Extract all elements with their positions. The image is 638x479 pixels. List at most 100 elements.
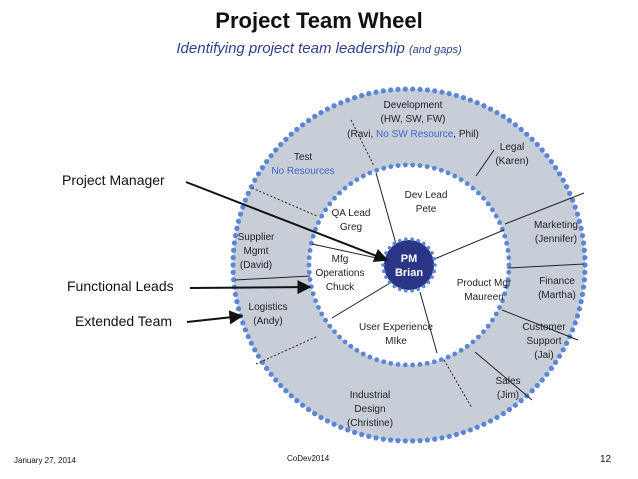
- border-dot: [397, 238, 402, 243]
- footer-date: January 27, 2014: [14, 456, 76, 465]
- border-dot: [446, 91, 452, 97]
- border-dot: [432, 269, 437, 274]
- border-dot: [237, 211, 244, 217]
- border-dot: [242, 197, 248, 203]
- border-dot: [327, 323, 333, 329]
- border-dot: [395, 362, 401, 367]
- border-dot: [402, 162, 408, 168]
- ring-divider: [506, 263, 585, 269]
- hub-line1: PM: [401, 253, 418, 265]
- border-dot: [572, 204, 578, 210]
- border-dot: [481, 195, 486, 201]
- border-dot: [352, 95, 358, 101]
- border-dot: [345, 427, 351, 433]
- border-dot: [245, 190, 251, 197]
- border-dot: [572, 320, 578, 326]
- border-dot: [497, 305, 502, 310]
- border-dot: [485, 201, 491, 207]
- border-dot: [259, 359, 266, 365]
- border-dot: [424, 164, 430, 170]
- border-dot: [481, 421, 487, 427]
- border-dot: [288, 393, 294, 399]
- test-title: Test: [294, 152, 313, 163]
- border-dot: [556, 171, 563, 177]
- ring-divider: [255, 335, 319, 365]
- border-dot: [470, 339, 476, 345]
- border-dot: [500, 113, 506, 119]
- border-dot: [518, 398, 524, 404]
- border-dot: [438, 357, 444, 363]
- border-dot: [506, 255, 512, 261]
- ring-divider: [501, 309, 579, 341]
- border-dot: [416, 287, 421, 292]
- border-dot: [490, 317, 495, 323]
- ring-divider: [350, 119, 375, 167]
- border-dot: [410, 237, 414, 241]
- border-dot: [476, 334, 481, 340]
- border-dot: [268, 371, 274, 377]
- border-dot: [310, 233, 316, 239]
- border-dot: [337, 334, 342, 340]
- border-dot: [505, 248, 511, 253]
- border-dot: [564, 340, 570, 346]
- product-mgr-name: Maureen: [464, 292, 503, 303]
- border-dot: [567, 190, 573, 197]
- border-dot: [388, 360, 394, 366]
- border-dot: [366, 91, 372, 97]
- border-dot: [552, 359, 559, 365]
- border-dot: [248, 340, 254, 346]
- border-dot: [312, 113, 318, 119]
- industrial-design-name: (Christine): [347, 418, 393, 429]
- border-dot: [431, 165, 437, 171]
- border-dot: [327, 201, 333, 207]
- border-dot: [544, 371, 550, 377]
- product-mgr-title: Product Mgr: [457, 278, 512, 289]
- border-dot: [570, 327, 576, 333]
- qa-lead-title: QA Lead: [332, 208, 371, 219]
- border-dot: [235, 218, 242, 224]
- border-dot: [402, 86, 408, 92]
- border-dot: [374, 357, 380, 363]
- border-dot: [307, 277, 313, 282]
- border-dot: [388, 164, 394, 170]
- border-dot: [323, 317, 328, 323]
- border-dot: [481, 103, 487, 109]
- border-dot: [230, 262, 236, 268]
- hub-line2: Brian: [395, 267, 423, 279]
- border-dot: [574, 211, 581, 217]
- border-dot: [331, 421, 337, 427]
- page-number: 12: [600, 454, 612, 465]
- border-dot: [324, 106, 331, 112]
- border-dot: [474, 424, 480, 430]
- border-dot: [494, 109, 500, 116]
- border-dot: [560, 347, 566, 353]
- pm-hub: [384, 240, 434, 290]
- border-dot: [392, 241, 397, 246]
- border-dot: [556, 353, 563, 359]
- border-dot: [230, 269, 236, 275]
- ring-divider: [474, 351, 533, 401]
- legal-title: Legal: [500, 142, 524, 153]
- border-dot: [504, 284, 510, 290]
- border-dot: [464, 181, 470, 187]
- border-dot: [387, 245, 392, 250]
- border-dot: [318, 109, 324, 116]
- border-dot: [374, 167, 380, 173]
- border-dot: [294, 126, 300, 132]
- development-line1: Development: [384, 100, 443, 111]
- border-dot: [474, 100, 480, 106]
- border-dot: [417, 163, 423, 169]
- border-dot: [323, 207, 328, 213]
- border-dot: [230, 255, 236, 261]
- border-dot: [373, 89, 379, 95]
- border-dot: [381, 269, 386, 274]
- border-dot: [504, 240, 510, 246]
- border-dot: [430, 251, 434, 255]
- border-dot: [539, 147, 545, 153]
- border-dot: [231, 247, 237, 253]
- inner-ring-border-dots: [306, 162, 512, 368]
- border-dot: [354, 177, 360, 183]
- qa-lead-name: Greg: [340, 222, 362, 233]
- border-dot: [424, 360, 430, 366]
- border-dot: [359, 431, 365, 438]
